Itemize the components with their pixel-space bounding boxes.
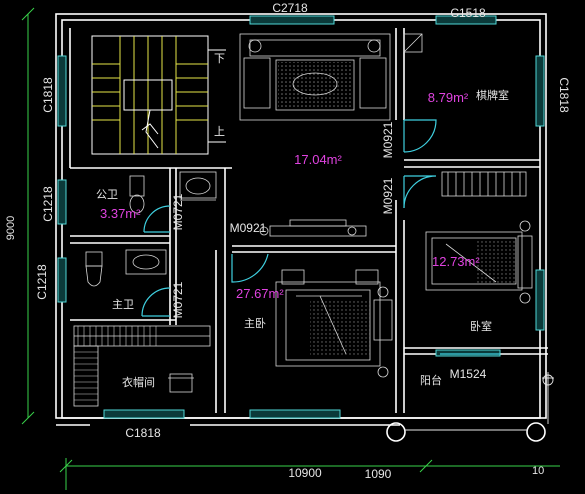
hall-area: 17.04m² (294, 152, 342, 167)
master-bath-fixtures (85, 249, 167, 287)
master-bed-area: 27.67m² (236, 286, 284, 301)
bedroom-cover-pattern (476, 240, 516, 284)
windows (57, 15, 545, 419)
tv-cabinet (259, 219, 367, 237)
public-bath-area: 3.37m² (100, 206, 141, 221)
label-door-master-bath: M0721 (171, 281, 185, 318)
label-window-left-lower: C1218 (35, 264, 49, 300)
window-left-upper (57, 55, 67, 127)
window-top-main (249, 15, 335, 25)
label-window-bottom-left: C1818 (125, 426, 161, 440)
bedroom-area: 12.73m² (432, 254, 480, 269)
interior-walls (69, 28, 548, 413)
public-bath-name: 公卫 (96, 189, 118, 201)
edge-cut-dim: 10 (532, 465, 544, 477)
stair-up-label: 上 (214, 125, 225, 138)
dimension-lines (21, 7, 560, 490)
window-master-bed (249, 409, 341, 419)
bed-cover-pattern (310, 300, 370, 356)
label-door-balcony: M1524 (450, 367, 487, 381)
total-width-dim: 10900 (288, 466, 322, 480)
window-left-mid (57, 179, 67, 225)
window-right-upper (535, 55, 545, 127)
sofa-pattern (278, 62, 352, 108)
label-door-mahjong: M0921 (381, 121, 395, 158)
doors (141, 119, 500, 355)
label-window-right-upper: C1818 (557, 77, 571, 113)
label-window-left-upper: C1818 (41, 77, 55, 113)
label-window-left-mid: C1218 (41, 186, 55, 222)
window-bedroom (535, 269, 545, 331)
mahjong-area: 8.79m² (428, 90, 469, 105)
window-left-lower (57, 257, 67, 303)
total-height-dim: 9000 (5, 216, 17, 240)
window-balcony (435, 349, 501, 357)
label-window-top-right: C1518 (450, 6, 486, 20)
window-top-right (435, 15, 497, 25)
label-door-master-bed: M0921 (230, 221, 267, 235)
public-bath-fixtures (129, 171, 217, 214)
stair-down-label: 下 (214, 53, 225, 65)
wardrobe-hangers (74, 326, 157, 401)
mahjong-fixture (403, 33, 423, 53)
mahjong-name: 棋牌室 (476, 88, 509, 102)
balcony-width-dim: 1090 (365, 467, 392, 481)
window-bottom-left (103, 409, 185, 419)
label-door-bedroom: M0921 (381, 177, 395, 214)
label-door-public-bath: M0721 (171, 193, 185, 230)
staircase (91, 35, 226, 155)
balcony (386, 372, 554, 442)
master-bed-name: 主卧 (244, 317, 266, 330)
balcony-name: 阳台 (420, 373, 442, 387)
master-bath-name: 主卫 (112, 298, 134, 311)
wardrobe-name: 衣帽间 (122, 375, 155, 389)
bedroom-name: 卧室 (470, 319, 492, 333)
label-window-top-main: C2718 (272, 1, 308, 15)
